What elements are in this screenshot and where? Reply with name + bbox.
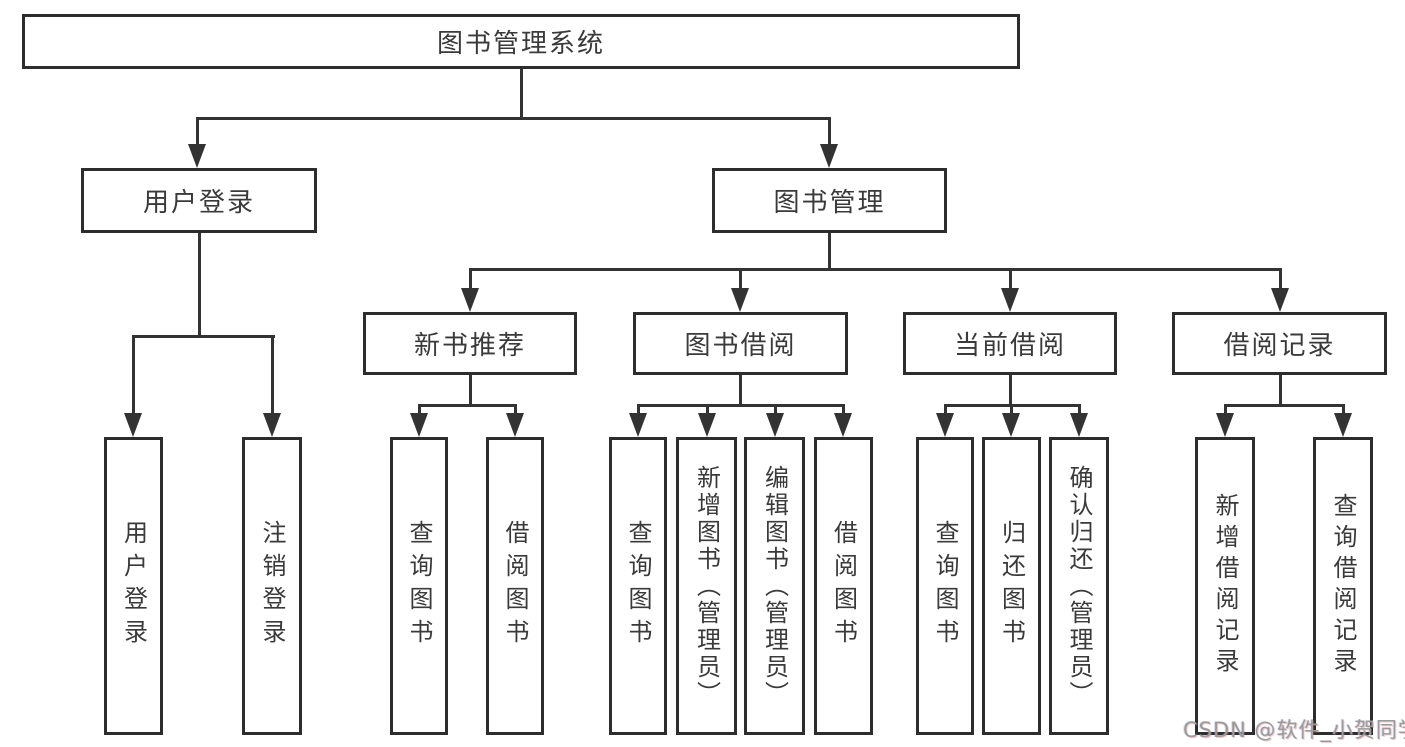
connector-line [943, 405, 947, 419]
connector-line [1278, 375, 1282, 405]
connector-line [1278, 269, 1282, 294]
connector-line [1009, 405, 1013, 419]
connector-line [1341, 405, 1345, 419]
node-borrowing-records: 借阅记录 [1172, 312, 1387, 375]
node-current-borrowing: 当前借阅 [903, 312, 1117, 375]
csdn-watermark: CSDN @软件_小贺同学 [1183, 718, 1405, 742]
connector-line [131, 336, 135, 419]
connector-line [827, 233, 831, 269]
connector-arrowhead [820, 144, 838, 168]
connector-arrowhead [461, 288, 479, 312]
connector-line [705, 405, 709, 419]
connector-line [773, 405, 777, 419]
connector-line [1077, 405, 1081, 419]
leaf-query-books-current: 查询图书 [916, 437, 974, 735]
connector-arrowhead [731, 288, 749, 312]
connector-line [131, 334, 275, 338]
connector-line [468, 269, 472, 294]
connector-arrowhead [124, 413, 142, 437]
connector-line [417, 403, 517, 407]
connector-line [1008, 269, 1012, 294]
connector-arrowhead [629, 413, 647, 437]
node-user-login: 用户登录 [81, 168, 317, 233]
connector-line [468, 375, 472, 405]
leaf-logout: 注销登录 [242, 437, 302, 735]
connector-arrowhead [1216, 413, 1234, 437]
connector-line [197, 233, 201, 336]
connector-arrowhead [834, 413, 852, 437]
connector-arrowhead [698, 413, 716, 437]
connector-arrowhead [263, 413, 281, 437]
leaf-user-login: 用户登录 [104, 437, 163, 735]
leaf-add-books-admin: 新增图书（管理员） [676, 437, 737, 735]
connector-arrowhead [410, 413, 428, 437]
connector-arrowhead [1001, 288, 1019, 312]
leaf-query-books-recommend: 查询图书 [390, 437, 448, 735]
leaf-query-borrow-record: 查询借阅记录 [1313, 437, 1373, 735]
connector-line [841, 405, 845, 419]
leaf-borrow-books: 借阅图书 [814, 437, 873, 735]
connector-arrowhead [188, 144, 206, 168]
connector-arrowhead [506, 413, 524, 437]
node-book-borrowing: 图书借阅 [633, 312, 848, 375]
connector-line [513, 405, 517, 419]
connector-line [270, 336, 274, 419]
connector-line [1223, 403, 1345, 407]
leaf-borrow-books-recommend: 借阅图书 [486, 437, 544, 735]
connector-line [468, 267, 1282, 271]
connector-line [195, 116, 831, 120]
connector-arrowhead [1334, 413, 1352, 437]
connector-line [417, 405, 421, 419]
leaf-edit-books-admin: 编辑图书（管理员） [744, 437, 805, 735]
leaf-confirm-return-admin: 确认归还（管理员） [1049, 437, 1109, 735]
node-library-management-system: 图书管理系统 [22, 14, 1020, 69]
connector-arrowhead [766, 413, 784, 437]
node-new-book-recommendation: 新书推荐 [363, 312, 577, 375]
connector-line [1223, 405, 1227, 419]
node-book-management: 图书管理 [712, 168, 947, 233]
connector-line [195, 118, 199, 148]
leaf-add-borrow-record: 新增借阅记录 [1195, 437, 1255, 735]
connector-arrowhead [1070, 413, 1088, 437]
connector-line [738, 269, 742, 294]
leaf-return-books: 归还图书 [982, 437, 1041, 735]
connector-line [738, 375, 742, 405]
connector-line [519, 69, 523, 118]
connector-arrowhead [1271, 288, 1289, 312]
leaf-query-books-borrow: 查询图书 [609, 437, 667, 735]
connector-arrowhead [936, 413, 954, 437]
connector-line [827, 118, 831, 148]
connector-line [1008, 375, 1012, 405]
connector-line [636, 403, 845, 407]
connector-arrowhead [1002, 413, 1020, 437]
connector-line [636, 405, 640, 419]
